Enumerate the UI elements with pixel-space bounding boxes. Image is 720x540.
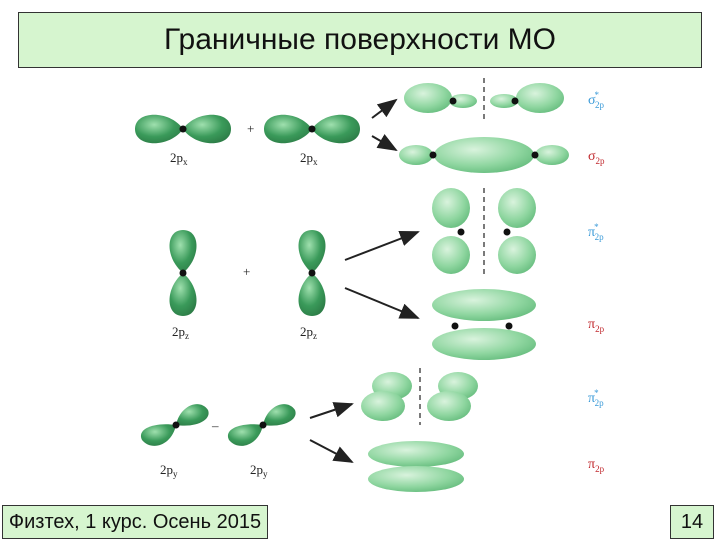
- p-orbital-left-row3: [140, 404, 209, 446]
- operator-row2: +: [243, 264, 250, 279]
- mo-label-sigma: σ2p: [588, 149, 605, 166]
- mo-label-pi-2: π2p: [588, 457, 605, 474]
- p-orbital-right-row2: [298, 230, 326, 316]
- ao-label-row2-right: 2pz: [300, 324, 317, 341]
- ao-label-row3-right: 2py: [250, 462, 268, 479]
- arrow-row2-antibonding: [344, 230, 420, 261]
- mo-label-sigma-star: σ*2p: [588, 90, 605, 110]
- p-orbital-left-row1: [135, 114, 231, 144]
- mo-label-pi-star-2: π*2p: [588, 388, 604, 408]
- row-2-atomic-orbitals: + 2pz 2pz: [169, 230, 326, 341]
- row-1-atomic-orbitals: + 2px 2px: [135, 114, 360, 167]
- ao-label-row3-left: 2py: [160, 462, 178, 479]
- mo-labels: σ*2p σ2p π*2p π2p π*2p π2p: [588, 90, 605, 474]
- row-3-atomic-orbitals: – 2py 2py: [140, 404, 296, 479]
- page-number: 14: [680, 510, 704, 533]
- mo-label-pi-1: π2p: [588, 317, 605, 334]
- operator-row3: –: [211, 418, 219, 433]
- mo-diagram: + 2px 2px + 2pz 2pz: [135, 78, 605, 492]
- sigma-bonding-mo: [399, 137, 569, 173]
- p-orbital-right-row3: [227, 404, 296, 446]
- sigma-antibonding-mo: [404, 78, 564, 120]
- p-orbital-left-row2: [169, 230, 197, 316]
- footer-course: Физтех, 1 курс. Осень 2015: [8, 510, 262, 533]
- arrow-row3-antibonding: [309, 402, 354, 419]
- pi-bonding-mo-2: [368, 441, 464, 492]
- ao-label-row2-left: 2pz: [172, 324, 189, 341]
- arrow-row2-bonding: [344, 287, 420, 319]
- page-title: Граничные поверхности МО: [163, 23, 556, 56]
- arrow-row1-antibonding: [371, 98, 398, 119]
- operator-row1: +: [247, 121, 254, 136]
- ao-label-row1-left: 2px: [170, 150, 188, 167]
- p-orbital-right-row1: [264, 114, 360, 144]
- arrow-row1-bonding: [371, 134, 398, 152]
- pi-antibonding-mo-2: [361, 368, 478, 425]
- ao-label-row1-right: 2px: [300, 150, 318, 167]
- mo-label-pi-star-1: π*2p: [588, 222, 604, 242]
- page-number-box: 14: [670, 505, 714, 539]
- arrow-row3-bonding: [309, 439, 354, 463]
- pi-bonding-mo-1: [432, 289, 536, 360]
- footer-course-box: Физтех, 1 курс. Осень 2015: [2, 505, 268, 539]
- title-banner: Граничные поверхности МО: [18, 12, 702, 68]
- pi-antibonding-mo-1: [432, 188, 536, 275]
